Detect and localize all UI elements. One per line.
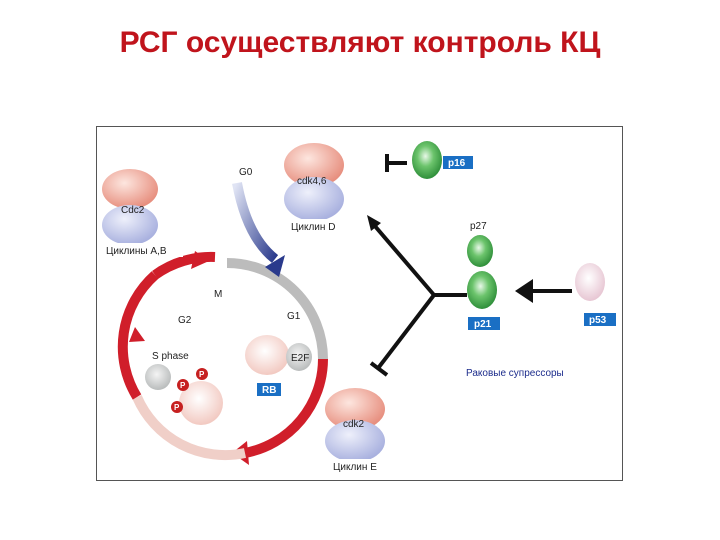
inhibitor-upper-head [367, 215, 381, 231]
cdk2-label: cdk2 [343, 419, 365, 430]
cycle-arc-g1 [226, 258, 328, 360]
cyclin-d-ellipse [284, 143, 344, 187]
cyclin-ab-ellipse [102, 169, 158, 209]
cycle-arc-g2 [117, 271, 159, 400]
g0-entry-arrow [232, 182, 279, 263]
cyclin-e-label: Циклин Е [333, 462, 377, 473]
phospho-p-1 [196, 368, 208, 380]
phase-m-label: M [214, 289, 222, 300]
p21-tag [468, 317, 500, 330]
cdk2-ellipse [325, 420, 385, 462]
rb-label: RB [262, 385, 276, 396]
p21-label: p21 [474, 319, 492, 330]
p16-tag [443, 156, 473, 169]
cycle-arc-g1-s [243, 358, 328, 458]
cyclin-d-label: Циклин D [291, 222, 335, 233]
phospho-e2f-ellipse [145, 364, 171, 390]
inhibitor-lower-bar [369, 361, 389, 377]
rb-tag [257, 383, 281, 396]
e2f-ellipse [286, 343, 312, 371]
phospho-p-3 [171, 401, 183, 413]
p16-label: p16 [448, 158, 466, 169]
rb-ellipse [245, 335, 289, 375]
cdk46-ellipse [284, 177, 344, 221]
phase-g2-label: G2 [178, 315, 192, 326]
inhibitor-branch-upper [372, 223, 436, 297]
phospho-p-3-label: P [174, 403, 180, 412]
cycle-arc-s-phase [132, 394, 247, 461]
phospho-p-2 [177, 379, 189, 391]
p27-ellipse [467, 235, 493, 267]
cyclins-ab-label: Циклины А,В [106, 246, 167, 257]
phospho-p-1-label: P [199, 370, 205, 379]
p53-activation-arrowhead [515, 279, 533, 303]
phase-g0-label: G0 [239, 167, 253, 178]
cdk46-label: cdk4,6 [297, 176, 327, 187]
p16-ellipse [412, 141, 442, 179]
cyclin-e-ellipse [325, 388, 385, 430]
phospho-p-2-label: P [180, 381, 186, 390]
p53-label: p53 [589, 315, 607, 326]
p53-ellipse [575, 263, 605, 301]
g0-entry-arrowhead [265, 255, 285, 277]
e2f-label: E2F [291, 353, 309, 364]
cdc2-ellipse [102, 205, 158, 245]
suppressors-tag [463, 365, 591, 381]
inhibitor-branch-lower [377, 293, 436, 369]
cyclin-e-tag [331, 459, 385, 473]
p27-label: p27 [470, 221, 487, 232]
p21-ellipse [467, 271, 497, 309]
suppressors-label: Раковые супрессоры [466, 368, 564, 379]
phase-s-label: S phase [152, 351, 189, 362]
cell-cycle-figure: G0 M G1 G2 S phase Cdc2 Циклины А,В cdk4… [96, 126, 623, 481]
cycle-arrowhead-left [129, 327, 145, 342]
cycle-arc-g2-m [152, 251, 216, 280]
cdc2-label: Cdc2 [121, 205, 145, 216]
cycle-arrowhead-top [191, 251, 209, 269]
cyclin-d-tag [287, 219, 351, 233]
cyclins-ab-tag [103, 243, 183, 257]
phospho-rb-ellipse [179, 381, 223, 425]
p53-tag [584, 313, 616, 326]
slide-title: РСГ осуществляют контроль КЦ [119, 26, 601, 59]
cell-cycle-diagram: G0 M G1 G2 S phase Cdc2 Циклины А,В cdk4… [102, 141, 616, 473]
phase-g1-label: G1 [287, 311, 301, 322]
